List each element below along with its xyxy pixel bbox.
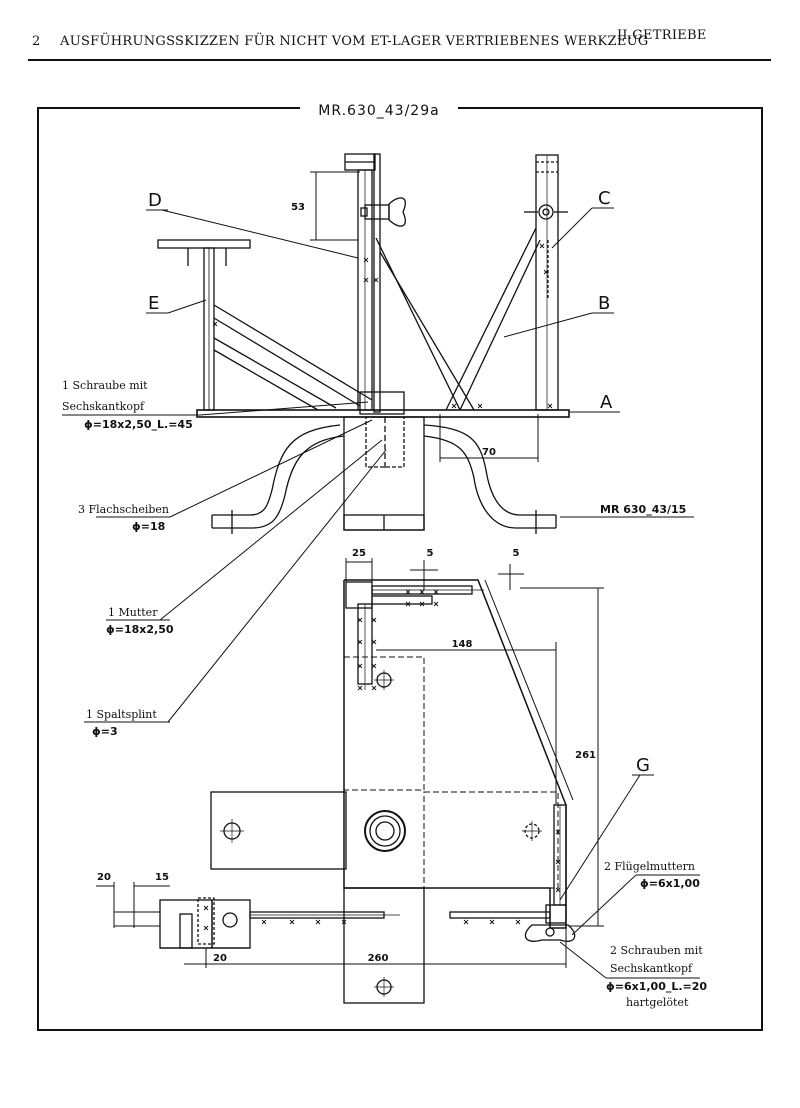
letter-g: G <box>636 755 650 776</box>
screws2-note: hartgelötet <box>626 996 689 1009</box>
drawing-frame <box>37 107 763 1031</box>
header-rule <box>28 59 771 61</box>
dim-53-label: 53 <box>291 202 305 213</box>
washers-spec: ϕ=18 <box>132 520 165 533</box>
pin-label: 1 Spaltsplint <box>86 708 157 721</box>
dimensions-lower <box>96 558 604 968</box>
washers-label: 3 Flachscheiben <box>78 503 169 516</box>
drawing-title: MR.630_43/29a <box>318 103 439 119</box>
screw-label-line1: 1 Schraube mit <box>62 379 148 392</box>
nut-spec: ϕ=18x2,50 <box>106 623 174 636</box>
letter-b: B <box>598 293 610 314</box>
section-label: II.GETRIEBE <box>617 28 707 43</box>
dim-20b-label: 20 <box>213 953 227 964</box>
wingnuts-label: 2 Flügelmuttern <box>604 860 695 873</box>
screw-label-line2: Sechskantkopf <box>62 400 145 413</box>
page-header: 2 AUSFÜHRUNGSSKIZZEN FÜR NICHT VOM ET-LA… <box>0 0 800 70</box>
page-number: 2 <box>32 34 41 49</box>
callout-leaders-right <box>559 774 700 979</box>
dim-20a-label: 20 <box>97 872 111 883</box>
letter-leaders-upper <box>146 207 620 413</box>
dim-261-label: 261 <box>575 750 596 761</box>
ref-part-label: MR 630_43/15 <box>600 503 686 516</box>
upper-view <box>157 153 570 534</box>
letter-d: D <box>148 190 162 211</box>
letter-c: C <box>598 188 611 209</box>
nut-label: 1 Mutter <box>108 606 158 619</box>
dim-260-label: 260 <box>368 953 389 964</box>
dimension-70 <box>439 414 539 462</box>
callout-leaders-left <box>62 401 694 723</box>
lower-view <box>159 579 576 1004</box>
dim-25-label: 25 <box>352 548 366 559</box>
dim-148-label: 148 <box>452 639 473 650</box>
dimension-53 <box>310 171 360 241</box>
screws2-spec: ϕ=6x1,00_L.=20 <box>606 980 707 993</box>
dim-70-label: 70 <box>482 447 496 458</box>
pin-spec: ϕ=3 <box>92 725 118 738</box>
weld-marks-upper <box>212 243 553 409</box>
screw-spec: ϕ=18x2,50_L.=45 <box>84 418 193 431</box>
dim-5a-label: 5 <box>427 548 434 559</box>
weld-marks-lower <box>203 589 561 931</box>
dim-15-label: 15 <box>155 872 169 883</box>
letter-e: E <box>148 293 159 314</box>
screws2-label-line2: Sechskantkopf <box>610 962 693 975</box>
wingnuts-spec: ϕ=6x1,00 <box>640 877 700 890</box>
dim-5b-label: 5 <box>513 548 520 559</box>
screws2-label-line1: 2 Schrauben mit <box>610 944 703 957</box>
letter-a: A <box>600 392 613 413</box>
page-title: AUSFÜHRUNGSSKIZZEN FÜR NICHT VOM ET-LAGE… <box>60 34 649 49</box>
